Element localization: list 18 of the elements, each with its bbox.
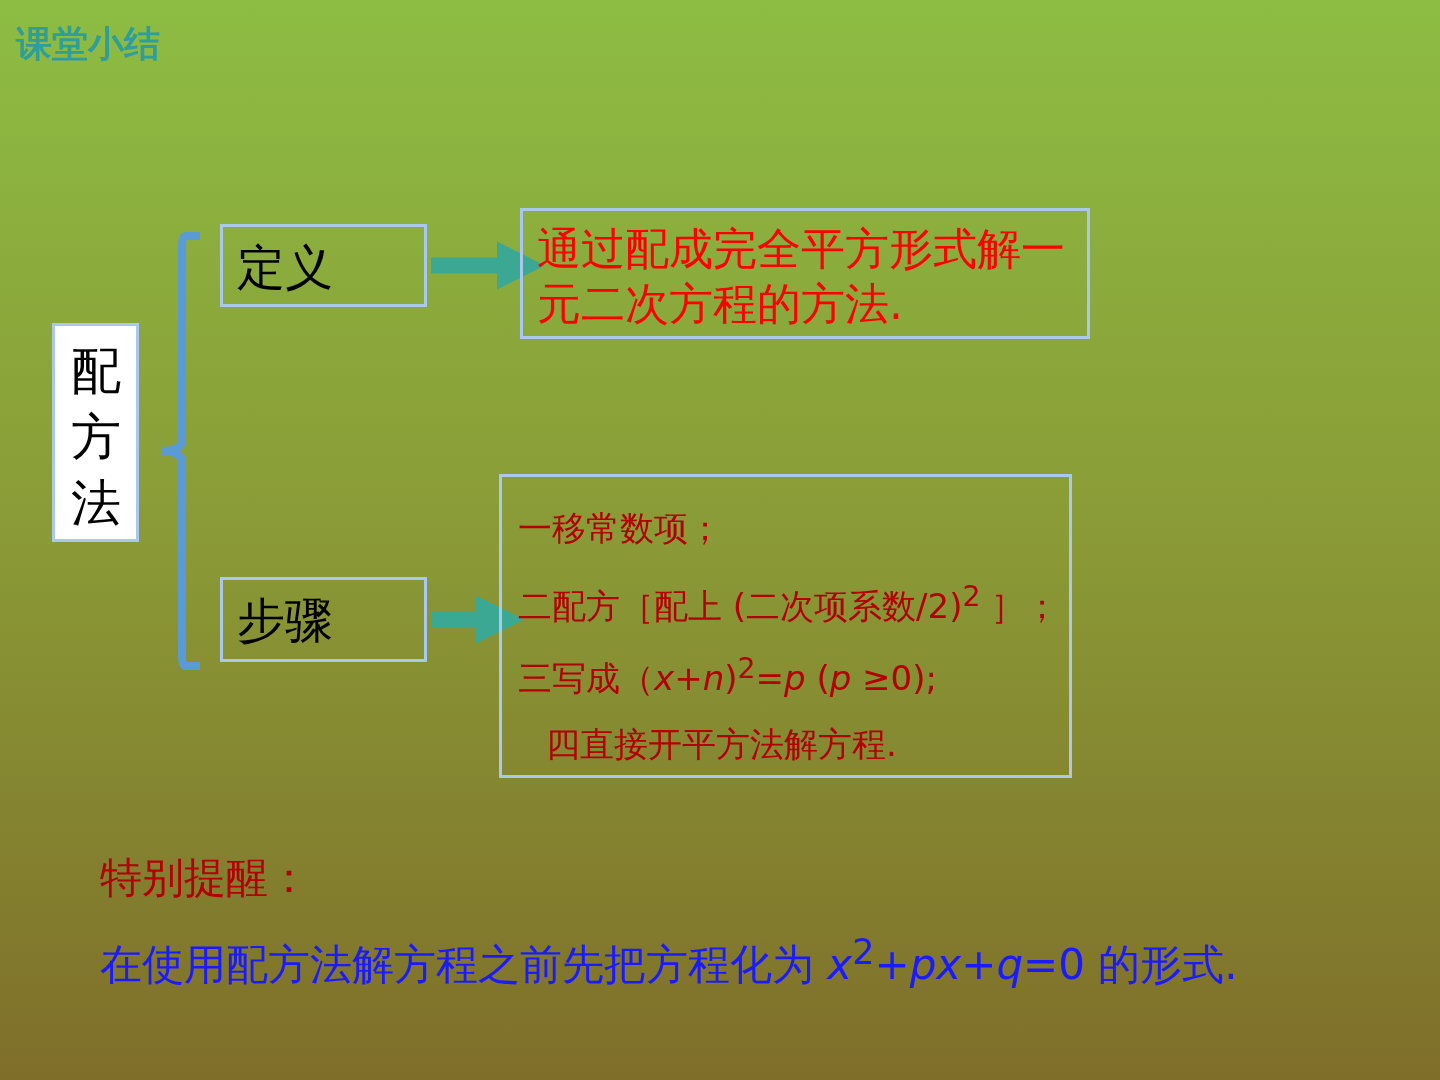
- node-text: 定义: [237, 238, 334, 297]
- step-text: 三写成（x+n)$^{2}$=p (p ≥0);: [518, 651, 937, 700]
- topic-box: [52, 323, 139, 542]
- step-text: 四直接开平方法解方程.: [546, 723, 897, 766]
- node-text: 步骤: [237, 591, 334, 650]
- step-text: 二配方［配上 (二次项系数/2)$^{2}$ ］；: [518, 579, 1060, 628]
- arrow: [431, 241, 545, 290]
- definition-box: [520, 208, 1090, 339]
- node-text: 通过配成完全平方形式解一元二次方程的方法.: [537, 222, 1066, 331]
- step-text: 一移常数项；: [518, 507, 722, 550]
- topic-text: 配方法: [71, 341, 122, 534]
- arrow: [431, 595, 524, 644]
- note-heading: 特别提醒：: [100, 852, 310, 904]
- category-box: [220, 224, 427, 307]
- note-text: 在使用配方法解方程之前先把方程化为 x$^{2}$+px+q=0 的形式.: [100, 932, 1238, 991]
- steps-box: [499, 474, 1072, 778]
- slide-title: 课堂小结: [16, 22, 160, 66]
- category-box: [220, 577, 427, 662]
